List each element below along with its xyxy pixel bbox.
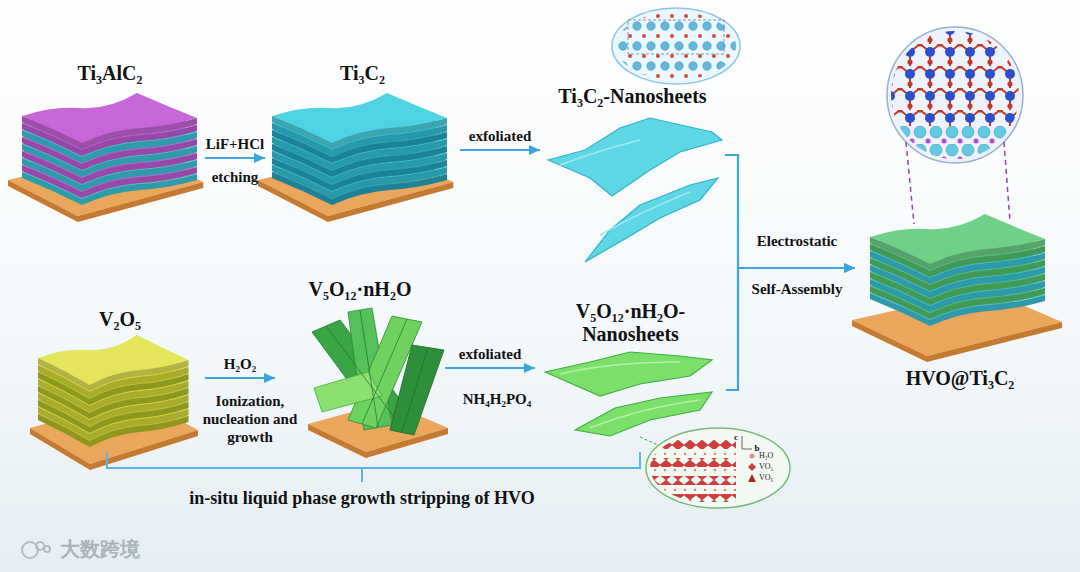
arrow-label: LiF+HCl: [206, 135, 265, 153]
mxene-stack: [258, 93, 453, 222]
interface-structure-inset: [887, 27, 1023, 224]
process-arrow: [205, 157, 265, 159]
stage-label: V₅O₁₂·nH₂O: [309, 278, 412, 301]
process-label: Self-Assembly: [752, 280, 843, 298]
hvo-structure-inset: [646, 428, 790, 508]
watermark-logo: [22, 542, 50, 558]
material-stage: HVO@Ti₃C₂: [855, 195, 1065, 390]
legend-swatch: [748, 474, 756, 482]
arrow-label: H₂O₂: [224, 355, 256, 373]
bracket-caption: in-situ liquid phase growth stripping of…: [189, 488, 534, 510]
reagent-label: NH₄H₂PO₄: [463, 390, 532, 408]
process-condition: Ionization, nucleation and growth: [194, 392, 306, 446]
stage-label: Ti₃AlC₂: [78, 62, 143, 85]
arrow-label: exfoliated: [469, 127, 531, 145]
legend-swatch: [748, 463, 756, 471]
legend-entry: VO₅: [748, 463, 773, 471]
composite-stack: [852, 214, 1062, 362]
mxene-nanosheets: [548, 118, 722, 262]
legend-text: H₂O: [759, 452, 773, 460]
material-stage: V₅O₁₂·nH₂O-Nanosheets: [535, 300, 726, 440]
process-arrow: [460, 149, 540, 151]
max-phase-stack: [8, 93, 203, 222]
axis-label: c: [734, 432, 738, 443]
arrow-label: exfoliated: [459, 345, 521, 363]
stage-label: V₂O₅: [99, 308, 141, 331]
stage-label: Ti₃C₂-Nanosheets: [558, 85, 706, 108]
stage-label: Ti₃C₂: [340, 62, 385, 85]
process-label: Electrostatic: [757, 232, 838, 250]
material-stage: V₂O₅: [35, 308, 205, 458]
process-arrow: [445, 367, 535, 369]
group-bracket: [107, 452, 640, 482]
material-stage: Ti₃C₂: [265, 62, 460, 212]
legend-entry: VO₆: [748, 474, 773, 482]
process-arrow: [726, 268, 855, 390]
process-arrow: [725, 155, 855, 268]
stage-label: V₅O₁₂·nH₂O-Nanosheets: [535, 300, 726, 346]
process-arrow: [205, 377, 275, 379]
mxene-structure-inset: [610, 8, 742, 88]
material-stage: Ti₃AlC₂: [15, 62, 205, 212]
hvo-crystals: [308, 308, 448, 458]
axis-label: b: [754, 443, 759, 454]
legend-text: VO₆: [759, 474, 773, 482]
legend-entry: H₂O: [748, 452, 773, 460]
legend-text: VO₅: [759, 463, 773, 471]
process-condition: etching: [212, 168, 259, 186]
v2o5-stack: [30, 335, 198, 470]
watermark: 大数跨境: [60, 537, 140, 561]
legend-swatch: [748, 452, 756, 460]
material-stage: Ti₃C₂-Nanosheets: [540, 85, 725, 265]
stage-label: HVO@Ti₃C₂: [906, 367, 1015, 390]
material-stage: V₅O₁₂·nH₂O: [275, 278, 445, 453]
